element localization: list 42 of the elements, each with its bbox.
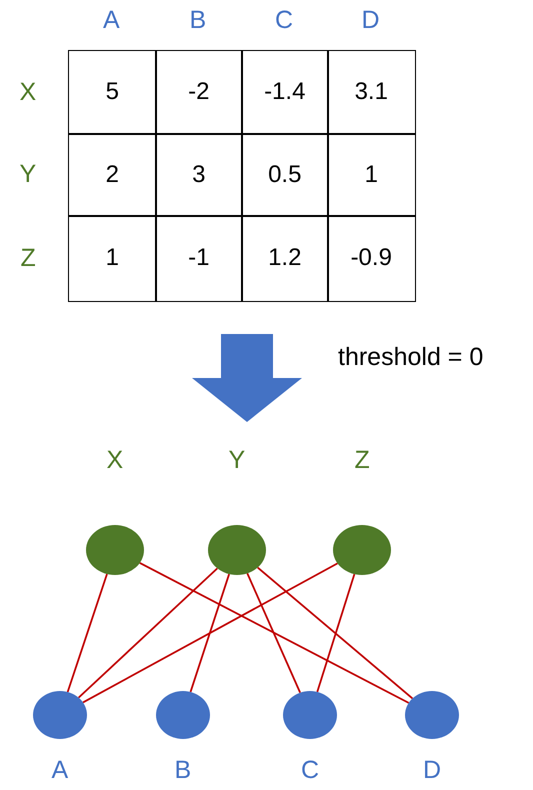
threshold-note: threshold = 0 (338, 342, 484, 372)
column-header: D (362, 5, 380, 35)
column-header: B (190, 5, 206, 35)
connector-line (257, 566, 414, 700)
node-label: Y (228, 445, 246, 475)
graph-node (156, 691, 210, 739)
node-label: D (423, 755, 442, 785)
graph-node (333, 525, 391, 575)
row-header: Z (20, 242, 36, 272)
table-cell: 3 (155, 133, 242, 216)
row-header: X (20, 76, 36, 106)
connector-line (66, 574, 108, 692)
table-cell: -2 (155, 50, 242, 134)
graph-node (86, 525, 144, 575)
table-cell: 1.2 (241, 215, 328, 302)
node-label: Z (354, 445, 370, 475)
connector-line (190, 574, 230, 692)
node-label: A (52, 755, 68, 785)
table-cell: -0.9 (327, 215, 416, 302)
connector-line (82, 562, 338, 704)
table-cell: -1 (155, 215, 242, 302)
connector-line (246, 573, 301, 694)
column-header: A (103, 5, 120, 35)
column-header: C (275, 5, 294, 35)
table-cell: -1.4 (241, 50, 328, 134)
node-label: C (301, 755, 320, 785)
row-header: Y (20, 159, 36, 189)
table-cell: 3.1 (327, 50, 416, 134)
connector-line (139, 562, 410, 704)
graph-node (33, 691, 87, 739)
node-label: B (174, 755, 192, 785)
connector-line (316, 574, 356, 692)
table-cell: 1 (68, 215, 156, 302)
graph-node (283, 691, 337, 739)
graph-node (405, 691, 459, 739)
graph-node (208, 525, 266, 575)
connector-line (78, 568, 218, 698)
table-cell: 0.5 (241, 133, 328, 216)
node-label: X (106, 445, 124, 475)
table-cell: 2 (68, 133, 156, 216)
table-cell: 1 (327, 133, 416, 216)
table-cell: 5 (68, 50, 156, 134)
